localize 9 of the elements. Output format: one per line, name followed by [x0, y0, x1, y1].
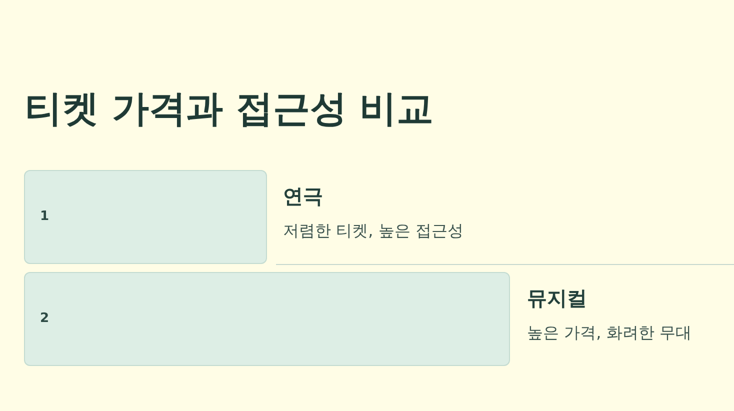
item-description: 높은 가격, 화려한 무대 [527, 322, 692, 344]
slide-title: 티켓 가격과 접근성 비교 [25, 86, 434, 132]
rank-number: 2 [40, 311, 50, 327]
rank-number: 1 [40, 209, 50, 225]
item-description: 저렴한 티켓, 높은 접근성 [283, 220, 464, 242]
comparison-bar [24, 272, 510, 366]
item-heading: 뮤지컬 [527, 285, 587, 311]
comparison-bar [24, 170, 267, 264]
item-heading: 연극 [283, 183, 323, 209]
